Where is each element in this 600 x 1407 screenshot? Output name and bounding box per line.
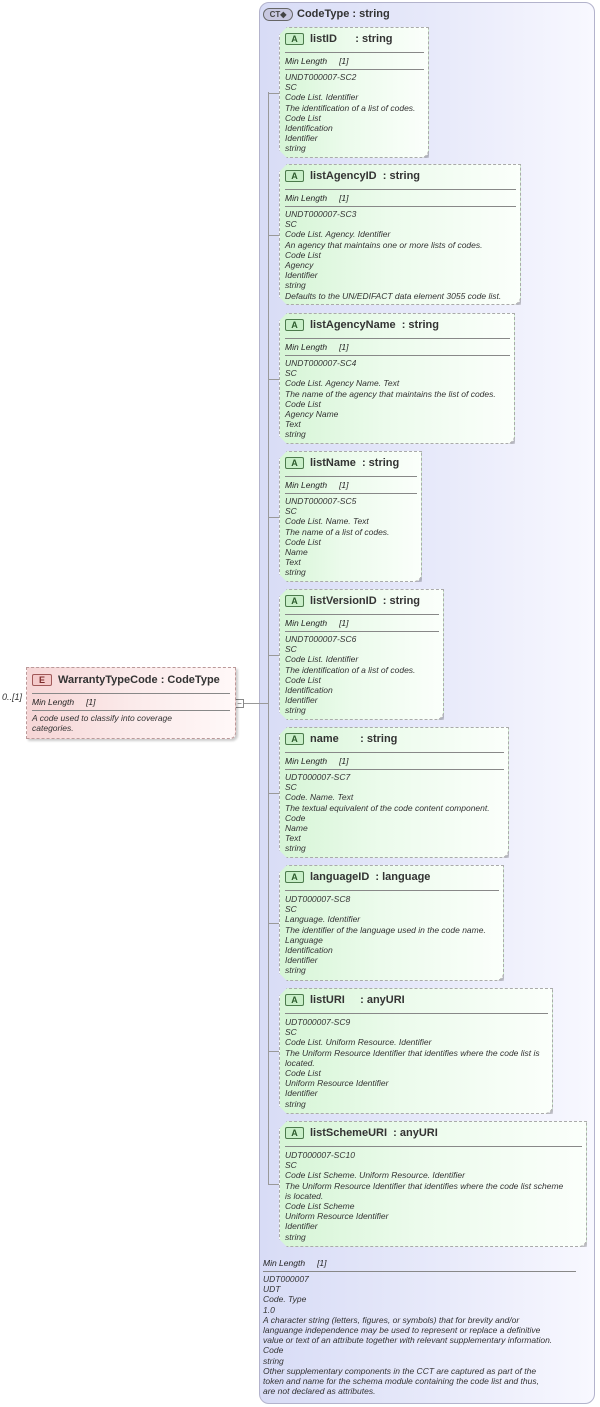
complex-type-header: CT◆ CodeType : string <box>263 6 390 22</box>
attribute-documentation: UDT000007-SC10 SC Code List Scheme. Unif… <box>285 1150 564 1242</box>
divider <box>285 189 516 190</box>
attribute-documentation: UDT000007-SC9 SC Code List. Uniform Reso… <box>285 1017 540 1109</box>
attribute-facet: Min Length[1] <box>285 342 349 352</box>
divider <box>263 1271 576 1272</box>
attribute-icon: A <box>285 457 304 469</box>
attribute-connector-line <box>268 923 279 924</box>
sequence-vertical-line <box>268 92 269 1185</box>
attribute-facet: Min Length[1] <box>285 56 349 66</box>
attribute-connector-line <box>268 793 279 794</box>
attribute-icon: A <box>285 871 304 883</box>
divider <box>285 52 424 53</box>
divider <box>285 631 439 632</box>
divider <box>32 710 230 711</box>
element-icon: E <box>32 674 52 686</box>
attribute-name: listAgencyName : string <box>310 319 439 331</box>
element-name: WarrantyTypeCode : CodeType <box>58 674 220 686</box>
attribute-documentation: UDT000007-SC8 SC Language. Identifier Th… <box>285 894 486 976</box>
attribute-documentation: UNDT000007-SC3 SC Code List. Agency. Ide… <box>285 209 502 301</box>
attribute-connector-line <box>268 1051 279 1052</box>
attribute-documentation: UNDT000007-SC4 SC Code List. Agency Name… <box>285 358 496 440</box>
attribute-name: listName : string <box>310 457 400 469</box>
divider <box>285 493 417 494</box>
attribute-icon: A <box>285 33 304 45</box>
attribute-name: languageID : language <box>310 871 431 883</box>
attribute-name: listAgencyID : string <box>310 170 421 182</box>
divider <box>285 614 439 615</box>
divider <box>285 338 510 339</box>
attribute-name: listVersionID : string <box>310 595 421 607</box>
divider <box>285 769 504 770</box>
attribute-connector-line <box>268 1184 279 1185</box>
attribute-facet: Min Length[1] <box>285 756 349 766</box>
element-box[interactable]: E WarrantyTypeCode : CodeType Min Length… <box>26 667 236 739</box>
divider <box>32 693 230 694</box>
divider <box>285 752 504 753</box>
attribute-facet: Min Length[1] <box>285 618 349 628</box>
divider <box>285 355 510 356</box>
divider <box>285 890 499 891</box>
attribute-icon: A <box>285 1127 304 1139</box>
attribute-documentation: UNDT000007-SC2 SC Code List. Identifier … <box>285 72 416 154</box>
attribute-name: name : string <box>310 733 398 745</box>
divider <box>285 1146 582 1147</box>
complex-type-title: CodeType : string <box>297 8 390 20</box>
element-facet: Min Length[1] <box>32 697 96 707</box>
complex-type-facet: Min Length[1] <box>263 1258 327 1268</box>
complex-type-icon: CT◆ <box>263 7 293 21</box>
complex-type-footer: Min Length[1] UDT000007 UDT Code. Type 1… <box>263 1258 576 1396</box>
attribute-icon: A <box>285 319 304 331</box>
attribute-documentation: UDT000007-SC7 SC Code. Name. Text The te… <box>285 772 490 854</box>
attribute-name: listSchemeURI : anyURI <box>310 1127 438 1139</box>
attribute-connector-line <box>268 379 279 380</box>
divider <box>285 476 417 477</box>
element-documentation: A code used to classify into coverage ca… <box>32 713 173 734</box>
attribute-facet: Min Length[1] <box>285 193 349 203</box>
attribute-icon: A <box>285 595 304 607</box>
divider <box>285 1013 548 1014</box>
collapse-toggle[interactable]: − <box>235 699 244 708</box>
attribute-connector-line <box>268 655 279 656</box>
attribute-connector-line <box>268 235 279 236</box>
attribute-icon: A <box>285 170 304 182</box>
attribute-name: listURI : anyURI <box>310 994 405 1006</box>
attribute-name: listID : string <box>310 33 393 45</box>
attribute-connector-line <box>268 93 279 94</box>
complex-type-documentation: UDT000007 UDT Code. Type 1.0 A character… <box>263 1274 553 1397</box>
attribute-icon: A <box>285 994 304 1006</box>
attribute-documentation: UNDT000007-SC6 SC Code List. Identifier … <box>285 634 416 716</box>
divider <box>285 206 516 207</box>
element-connector-line <box>236 703 268 704</box>
attribute-documentation: UNDT000007-SC5 SC Code List. Name. Text … <box>285 496 390 578</box>
cardinality-label: 0..[1] <box>2 692 23 702</box>
attribute-facet: Min Length[1] <box>285 480 349 490</box>
attribute-icon: A <box>285 733 304 745</box>
divider <box>285 69 424 70</box>
attribute-connector-line <box>268 517 279 518</box>
